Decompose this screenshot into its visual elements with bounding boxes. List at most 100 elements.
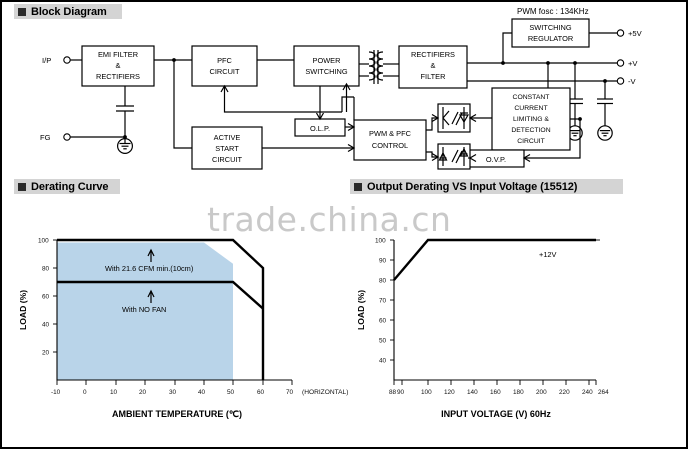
svg-text:FILTER: FILTER — [421, 72, 446, 81]
output-derating-x-ticks: 88 90 100 120 140 160 180 200 220 240 26… — [389, 380, 609, 396]
annotation-no-fan: With NO FAN — [122, 289, 166, 314]
svg-text:With 21.6 CFM min.(10cm): With 21.6 CFM min.(10cm) — [105, 264, 193, 273]
svg-text:PWM & PFC: PWM & PFC — [369, 129, 412, 138]
svg-text:200: 200 — [536, 389, 547, 396]
terminal-fg-icon — [63, 133, 71, 141]
svg-text:50: 50 — [227, 389, 235, 396]
svg-text:80: 80 — [42, 266, 50, 273]
terminal-label-fg: FG — [40, 133, 51, 142]
svg-text:DETECTION: DETECTION — [511, 127, 550, 134]
earth-ground-icon — [116, 137, 133, 155]
svg-text:POWER: POWER — [313, 56, 341, 65]
svg-text:88: 88 — [389, 389, 397, 396]
optocoupler-symbol-1 — [437, 103, 471, 133]
terminal-label-5v: +5V — [628, 29, 643, 38]
terminal-nv-icon — [616, 77, 625, 85]
svg-text:70: 70 — [379, 298, 387, 305]
terminal-label-nv: -V — [628, 77, 637, 86]
svg-text:SWITCHING: SWITCHING — [529, 23, 572, 32]
curve-with-fan — [57, 238, 265, 380]
svg-text:CONTROL: CONTROL — [372, 141, 408, 150]
section-header-derating-curve: Derating Curve — [14, 179, 120, 194]
annotation-with-fan: With 21.6 CFM min.(10cm) — [105, 248, 193, 273]
svg-text:60: 60 — [379, 318, 387, 325]
terminal-label-ip: I/P — [42, 56, 51, 65]
svg-text:180: 180 — [513, 389, 524, 396]
block-diagram: PWM fosc : 134KHz I/P FG EMI FILTER & RE… — [40, 7, 643, 170]
svg-text:10: 10 — [110, 389, 118, 396]
derating-x-axis-label: AMBIENT TEMPERATURE (℃) — [112, 409, 242, 419]
control-wiring — [220, 61, 582, 163]
pwm-fosc-note: PWM fosc : 134KHz — [517, 7, 589, 16]
svg-text:50: 50 — [379, 338, 387, 345]
svg-text:60: 60 — [42, 294, 50, 301]
svg-text:90: 90 — [397, 389, 405, 396]
square-bullet-icon — [18, 182, 26, 191]
output-wiring: +5V +V -V — [467, 29, 643, 86]
curve-12v — [393, 238, 596, 281]
output-derating-x-axis-label: INPUT VOLTAGE (V) 60Hz — [441, 409, 551, 419]
svg-text:CURRENT: CURRENT — [514, 105, 547, 112]
svg-text:&: & — [116, 61, 121, 70]
svg-text:REGULATOR: REGULATOR — [528, 34, 573, 43]
svg-text:START: START — [215, 144, 239, 153]
svg-text:264: 264 — [598, 389, 609, 396]
svg-text:CIRCUIT: CIRCUIT — [517, 138, 545, 145]
section-header-block-diagram: Block Diagram — [14, 4, 122, 19]
chart-derating-curve: 100 80 60 40 20 -10 0 10 20 30 40 50 60 … — [18, 238, 348, 420]
svg-text:-10: -10 — [51, 389, 61, 396]
input-y-capacitor — [116, 86, 134, 155]
derating-fill-area — [57, 242, 233, 380]
output-derating-y-ticks: 100 90 80 70 60 50 40 — [375, 238, 394, 365]
svg-text:O.V.P.: O.V.P. — [486, 155, 506, 164]
svg-text:CIRCUIT: CIRCUIT — [212, 155, 242, 164]
block-pwm-pfc-control: PWM & PFC CONTROL — [353, 119, 427, 161]
svg-text:&: & — [431, 61, 436, 70]
svg-text:140: 140 — [467, 389, 478, 396]
emi-output-bus — [154, 58, 192, 149]
svg-text:0: 0 — [83, 389, 87, 396]
svg-text:LIMITING &: LIMITING & — [513, 116, 549, 123]
svg-text:40: 40 — [379, 358, 387, 365]
square-bullet-icon — [354, 182, 362, 191]
block-rectifiers-filter: RECTIFIERS & FILTER — [398, 45, 468, 89]
transformer-symbol — [359, 50, 399, 84]
block-constant-current-limiting: CONSTANT CURRENT LIMITING & DETECTION CI… — [491, 87, 571, 151]
block-power-switching: POWER SWITCHING — [293, 45, 360, 87]
block-emi-filter-rectifiers: EMI FILTER & RECTIFIERS — [81, 45, 155, 87]
output-derating-y-axis-label: LOAD (%) — [356, 290, 366, 330]
block-switching-regulator: SWITCHING REGULATOR — [511, 18, 590, 48]
svg-text:30: 30 — [169, 389, 177, 396]
svg-text:CIRCUIT: CIRCUIT — [210, 67, 240, 76]
square-bullet-icon — [18, 7, 26, 16]
annotation-12v: +12V — [539, 250, 557, 259]
svg-text:60: 60 — [257, 389, 265, 396]
svg-text:70: 70 — [286, 389, 294, 396]
terminal-ip-icon — [63, 56, 71, 64]
svg-text:20: 20 — [42, 350, 50, 357]
svg-text:With NO FAN: With NO FAN — [122, 305, 166, 314]
svg-text:80: 80 — [379, 278, 387, 285]
svg-text:PFC: PFC — [217, 56, 232, 65]
terminal-pv-icon — [616, 59, 625, 67]
section-title-output-derating: Output Derating VS Input Voltage (15512) — [367, 180, 578, 193]
section-title-derating-curve: Derating Curve — [31, 180, 109, 193]
svg-text:240: 240 — [582, 389, 593, 396]
svg-text:RECTIFIERS: RECTIFIERS — [411, 50, 455, 59]
derating-x-ticks: -10 0 10 20 30 40 50 60 70 (HORIZONTAL) — [51, 380, 348, 396]
section-title-block-diagram: Block Diagram — [31, 5, 107, 18]
svg-text:90: 90 — [379, 258, 387, 265]
curve-no-fan — [57, 280, 264, 310]
svg-text:20: 20 — [139, 389, 147, 396]
svg-text:EMI FILTER: EMI FILTER — [98, 50, 138, 59]
section-header-output-derating: Output Derating VS Input Voltage (15512) — [350, 179, 623, 194]
svg-text:SWITCHING: SWITCHING — [305, 67, 348, 76]
svg-text:CONSTANT: CONSTANT — [513, 94, 550, 101]
svg-text:O.L.P.: O.L.P. — [310, 124, 330, 133]
svg-text:120: 120 — [444, 389, 455, 396]
svg-text:ACTIVE: ACTIVE — [214, 133, 241, 142]
chart-output-derating: 100 90 80 70 60 50 40 88 90 100 120 140 … — [356, 238, 609, 420]
earth-ground-icon — [597, 125, 613, 141]
svg-text:100: 100 — [38, 238, 49, 245]
svg-text:100: 100 — [421, 389, 432, 396]
